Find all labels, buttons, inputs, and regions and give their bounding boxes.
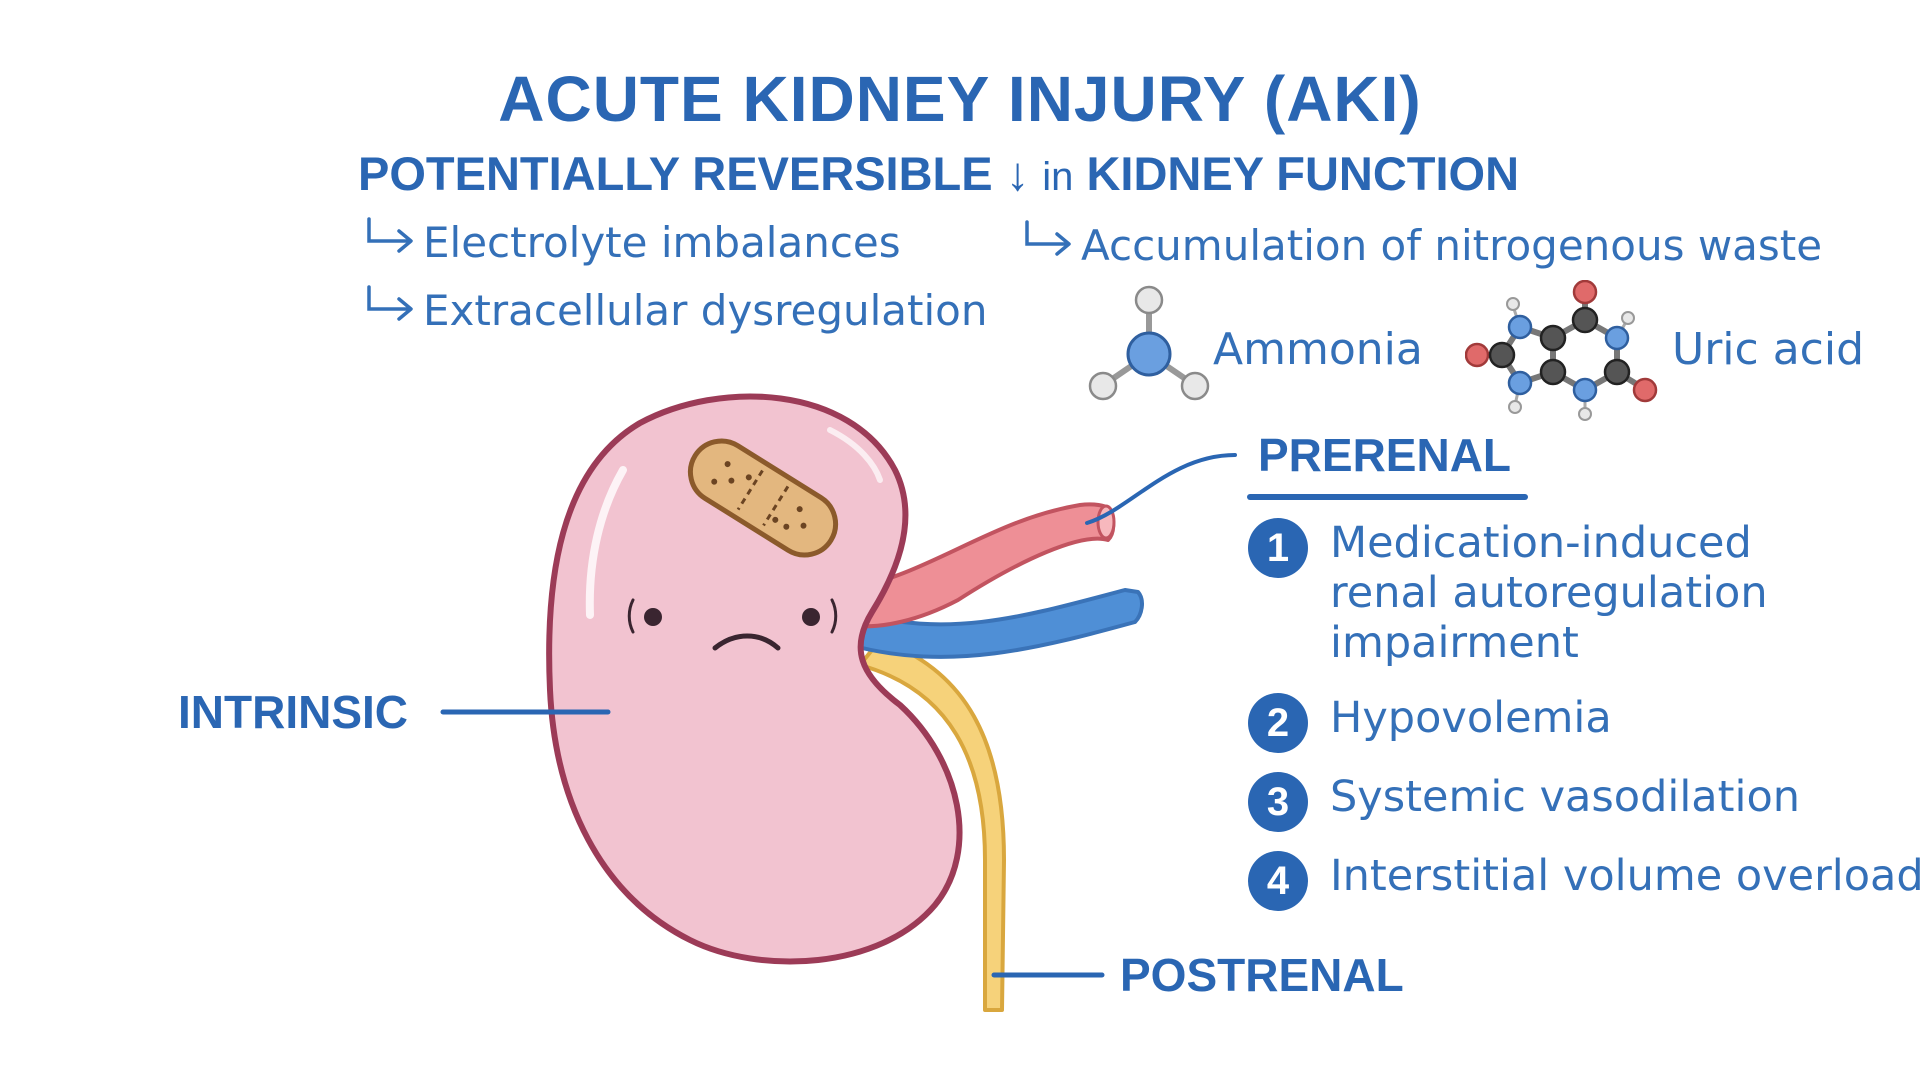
- renal-vein: [848, 588, 1144, 659]
- ammonia-molecule-icon: [1088, 285, 1210, 401]
- number-badge: 4: [1248, 851, 1308, 911]
- number-badge: 3: [1248, 772, 1308, 832]
- effect-text: Extracellular dysregulation: [423, 286, 988, 335]
- uric-acid-label: Uric acid: [1672, 324, 1865, 375]
- left-eye: [644, 608, 662, 626]
- hook-arrow-icon: [1023, 220, 1081, 270]
- prerenal-leader: [1085, 453, 1237, 525]
- effect-item: Extracellular dysregulation: [365, 285, 988, 335]
- page-title: ACUTE KIDNEY INJURY (AKI): [498, 63, 1422, 135]
- uric-acid-molecule-icon: [1465, 280, 1658, 421]
- frown-mouth: [712, 633, 781, 651]
- cause-text: Medication-induced renal autoregulation …: [1330, 518, 1768, 668]
- list-item: 3 Systemic vasodilation: [1248, 772, 1800, 832]
- ureter: [858, 638, 1006, 1012]
- kidney-body: [546, 393, 963, 965]
- subtitle-main: POTENTIALLY REVERSIBLE: [358, 147, 993, 200]
- subtitle: POTENTIALLY REVERSIBLE ↓ in KIDNEY FUNCT…: [358, 146, 1519, 201]
- hook-arrow-icon: [365, 285, 423, 335]
- cause-text: Systemic vasodilation: [1330, 772, 1801, 822]
- list-item: 1 Medication-induced renal autoregulatio…: [1248, 518, 1768, 668]
- down-arrow-icon: ↓: [1005, 147, 1030, 200]
- cause-text: Interstitial volume overload: [1330, 851, 1920, 901]
- bandage-icon: [687, 438, 839, 558]
- right-eye: [802, 608, 820, 626]
- ammonia-label: Ammonia: [1213, 324, 1423, 375]
- effect-item: Electrolyte imbalances: [365, 217, 901, 267]
- hook-arrow-icon: [365, 217, 423, 267]
- cause-text: Hypovolemia: [1330, 693, 1612, 743]
- list-item: 4 Interstitial volume overload: [1248, 851, 1920, 911]
- postrenal-label: POSTRENAL: [1120, 949, 1404, 1001]
- subtitle-end: KIDNEY FUNCTION: [1086, 147, 1520, 200]
- effect-text: Accumulation of nitrogenous waste: [1081, 221, 1823, 270]
- subtitle-in: in: [1042, 155, 1074, 199]
- effect-text: Electrolyte imbalances: [423, 218, 901, 267]
- number-badge: 1: [1248, 518, 1308, 578]
- effect-item: Accumulation of nitrogenous waste: [1023, 220, 1822, 270]
- prerenal-heading: PRERENAL: [1258, 429, 1512, 481]
- intrinsic-label: INTRINSIC: [178, 686, 408, 738]
- list-item: 2 Hypovolemia: [1248, 693, 1612, 753]
- number-badge: 2: [1248, 693, 1308, 753]
